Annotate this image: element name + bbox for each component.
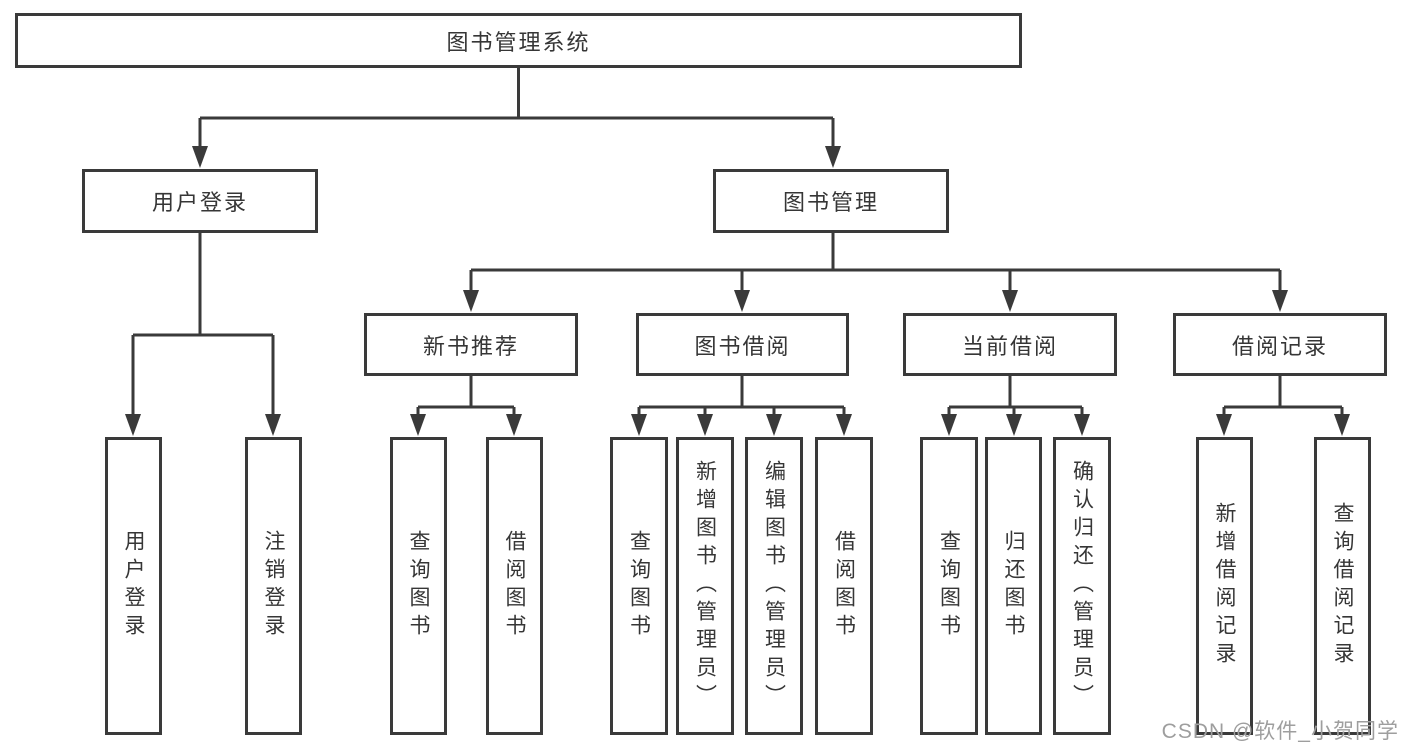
arrowhead [631, 414, 647, 436]
leaf-query-borrow-record-label: 查询借阅记录 [1331, 502, 1355, 670]
node-user-login: 用户登录 [82, 169, 318, 233]
leaf-add-book-admin: 新增图书（管理员） [676, 437, 734, 735]
node-book-borrow-label: 图书借阅 [694, 333, 791, 359]
edge-bookborrow-to-leaves [637, 376, 846, 415]
leaf-borrow-book-1-label: 借阅图书 [503, 530, 527, 642]
arrowhead [410, 414, 426, 436]
arrowhead [192, 146, 208, 168]
node-root: 图书管理系统 [15, 13, 1022, 68]
leaf-query-book-2-label: 查询图书 [627, 530, 651, 642]
node-root-label: 图书管理系统 [446, 29, 591, 55]
arrowhead [1272, 290, 1288, 312]
leaf-add-borrow-record-label: 新增借阅记录 [1213, 502, 1237, 670]
leaf-edit-book-admin: 编辑图书（管理员） [745, 437, 803, 735]
arrowhead [734, 290, 750, 312]
leaf-borrow-book-1: 借阅图书 [486, 437, 543, 735]
arrowheads [125, 146, 1350, 436]
leaf-logout-label: 注销登录 [262, 530, 286, 642]
arrowhead [941, 414, 957, 436]
leaf-confirm-return-admin-label: 确认归还（管理员） [1070, 460, 1094, 712]
edge-newbookrec-to-leaves [416, 376, 516, 415]
watermark: CSDN @软件_小贺同学 [1161, 720, 1399, 743]
edge-currentborrow-to-leaves [947, 376, 1084, 415]
node-current-borrow-label: 当前借阅 [961, 333, 1058, 359]
arrowhead [506, 414, 522, 436]
node-borrow-record: 借阅记录 [1173, 313, 1387, 376]
leaf-query-book-1-label: 查询图书 [407, 530, 431, 642]
node-book-management-label: 图书管理 [782, 190, 879, 215]
arrowhead [1216, 414, 1232, 436]
node-new-book-recommend-label: 新书推荐 [422, 333, 519, 359]
arrowhead [1334, 414, 1350, 436]
leaf-return-book-label: 归还图书 [1002, 530, 1026, 642]
arrowhead [697, 414, 713, 436]
leaf-query-borrow-record: 查询借阅记录 [1314, 437, 1371, 735]
arrowhead [825, 146, 841, 168]
edge-userlogin-to-leaves [131, 233, 275, 415]
node-current-borrow: 当前借阅 [903, 313, 1117, 376]
leaf-borrow-book-2: 借阅图书 [815, 437, 873, 735]
leaf-query-book-1: 查询图书 [390, 437, 447, 735]
node-borrow-record-label: 借阅记录 [1231, 333, 1328, 359]
edge-borrowrecord-to-leaves [1222, 376, 1344, 415]
node-book-borrow: 图书借阅 [636, 313, 849, 376]
arrowhead [766, 414, 782, 436]
arrowhead [1074, 414, 1090, 436]
edge-bookmgmt-to-level3 [469, 233, 1282, 291]
arrowhead [463, 290, 479, 312]
leaf-edit-book-admin-label: 编辑图书（管理员） [762, 460, 786, 712]
leaf-user-login: 用户登录 [105, 437, 162, 735]
node-book-management: 图书管理 [713, 169, 949, 233]
node-new-book-recommend: 新书推荐 [364, 313, 578, 376]
arrowhead [1006, 414, 1022, 436]
arrowhead [265, 414, 281, 436]
leaf-query-book-3-label: 查询图书 [937, 530, 961, 642]
arrowhead [836, 414, 852, 436]
leaf-add-borrow-record: 新增借阅记录 [1196, 437, 1253, 735]
leaf-return-book: 归还图书 [985, 437, 1042, 735]
node-user-login-label: 用户登录 [151, 190, 248, 215]
leaf-logout: 注销登录 [245, 437, 302, 735]
leaf-query-book-2: 查询图书 [610, 437, 668, 735]
edge-root-to-level2 [198, 68, 835, 147]
leaf-add-book-admin-label: 新增图书（管理员） [693, 460, 717, 712]
leaf-user-login-label: 用户登录 [122, 530, 146, 642]
arrowhead [1002, 290, 1018, 312]
leaf-borrow-book-2-label: 借阅图书 [832, 530, 856, 642]
leaf-query-book-3: 查询图书 [920, 437, 978, 735]
leaf-confirm-return-admin: 确认归还（管理员） [1053, 437, 1111, 735]
arrowhead [125, 414, 141, 436]
